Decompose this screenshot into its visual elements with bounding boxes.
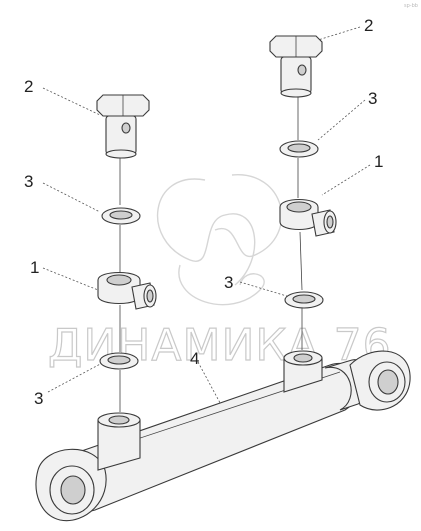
washer-right-bottom xyxy=(284,291,324,309)
hydraulic-cylinder xyxy=(35,350,411,522)
corner-mark: sp-bb xyxy=(404,3,418,9)
callout-bolt-right: 2 xyxy=(364,16,373,35)
banjo-fitting-left xyxy=(97,271,157,310)
callout-banjo-right: 1 xyxy=(374,152,383,171)
callout-bolt-left: 2 xyxy=(24,77,33,96)
washer-left-top xyxy=(101,207,141,225)
banjo-bolt-left xyxy=(96,94,150,159)
assembly-axes xyxy=(119,95,303,412)
callout-washer-right-top: 3 xyxy=(368,89,377,108)
leader-lines xyxy=(42,26,371,441)
callout-washer-right-bottom: 3 xyxy=(224,273,233,292)
washer-left-bottom xyxy=(99,352,139,370)
washer-right-top xyxy=(279,140,319,158)
callout-banjo-left: 1 xyxy=(30,258,39,277)
callout-washer-left-top: 3 xyxy=(24,172,33,191)
watermark-logo xyxy=(156,174,283,306)
banjo-bolt-right xyxy=(269,35,323,98)
banjo-fitting-right xyxy=(279,198,337,237)
callout-washer-left-bottom: 3 xyxy=(34,389,43,408)
callout-cylinder: 4 xyxy=(190,349,199,368)
